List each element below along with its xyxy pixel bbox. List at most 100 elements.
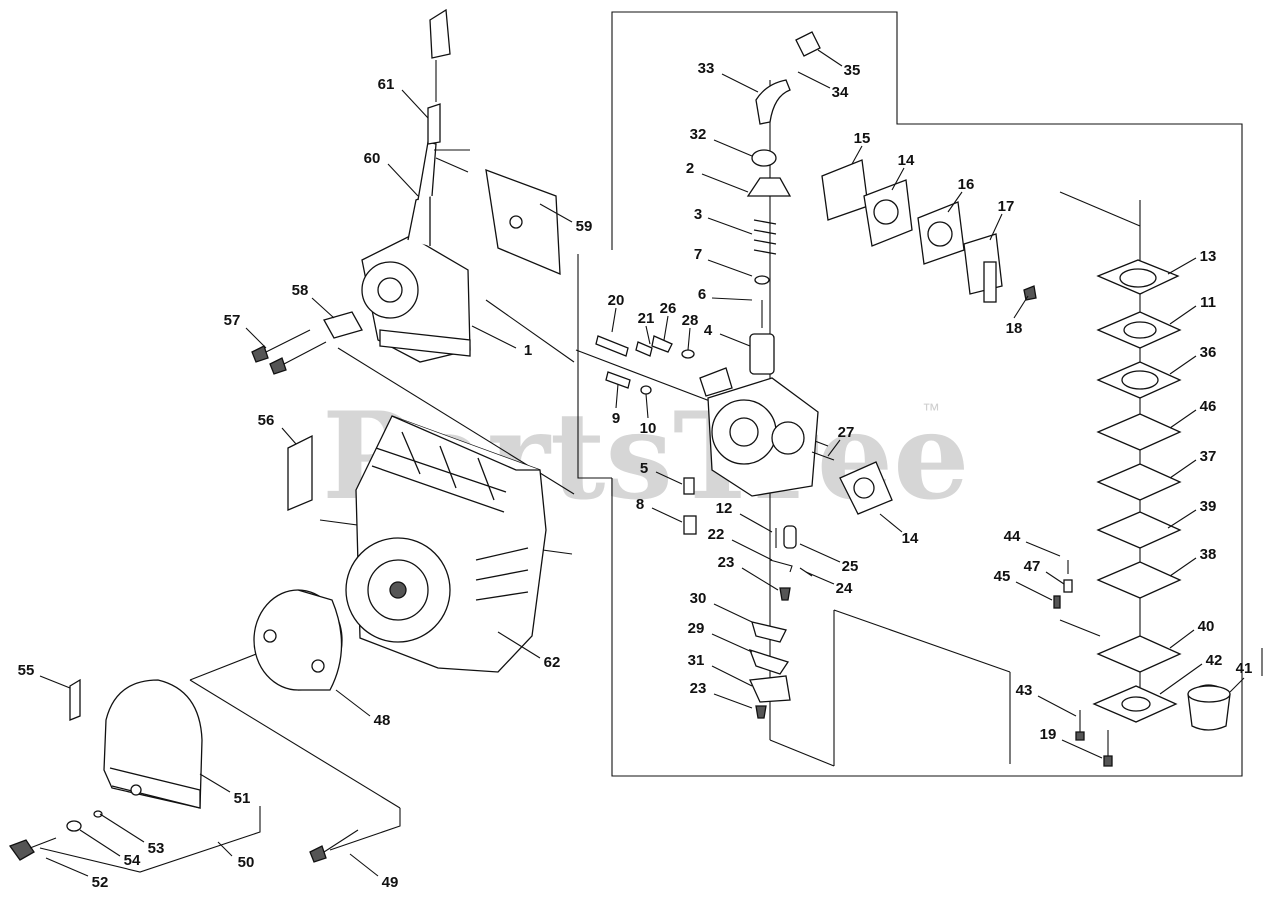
callout-leader-c54	[79, 829, 121, 857]
callout-leader-c46	[1169, 409, 1197, 429]
callout-leader-c58	[311, 297, 335, 319]
callout-label-c51: 51	[234, 790, 251, 807]
callout-label-c27: 27	[838, 424, 855, 441]
callout-leader-c18	[1013, 295, 1029, 319]
callout-leader-c45	[1015, 581, 1053, 601]
callout-leader-c23b	[713, 693, 753, 709]
callout-label-c55: 55	[18, 662, 35, 679]
callout-leader-c29	[711, 633, 753, 653]
callout-label-c13: 13	[1200, 248, 1217, 265]
callout-label-c46: 46	[1200, 398, 1217, 415]
callout-label-c49: 49	[382, 874, 399, 891]
callout-label-c40: 40	[1198, 618, 1215, 635]
callout-leader-c2	[701, 173, 749, 193]
callout-leader-c41	[1229, 677, 1245, 693]
callout-label-c61: 61	[378, 76, 395, 93]
callout-label-c12: 12	[716, 500, 733, 517]
callout-leader-c62	[497, 631, 541, 659]
callout-label-c33: 33	[698, 60, 715, 77]
callout-label-c32: 32	[690, 126, 707, 143]
callout-label-c8: 8	[636, 496, 644, 513]
callout-label-c56: 56	[258, 412, 275, 429]
callout-label-c10: 10	[640, 420, 657, 437]
callout-label-c58: 58	[292, 282, 309, 299]
diaphragm-stack	[1092, 259, 1182, 723]
callout-leader-c61	[401, 89, 429, 119]
callout-label-c3: 3	[694, 206, 702, 223]
callout-label-c25: 25	[842, 558, 859, 575]
callout-label-c20: 20	[608, 292, 625, 309]
callout-leader-c27	[827, 439, 841, 457]
callout-leader-c47	[1045, 571, 1065, 585]
callout-label-c24: 24	[836, 580, 853, 597]
callout-label-c39: 39	[1200, 498, 1217, 515]
throttle-stack-parts	[746, 31, 821, 375]
callout-leader-c52	[45, 857, 89, 877]
adjustment-needles	[595, 335, 695, 395]
engine-shroud	[345, 415, 547, 673]
air-filter-element	[253, 589, 343, 691]
heat-shield	[287, 434, 313, 511]
callout-label-c6: 6	[698, 286, 706, 303]
callout-leader-c5	[655, 471, 683, 485]
callout-leader-c33	[721, 73, 759, 93]
callout-leader-c20	[611, 307, 617, 333]
callout-leader-c25	[799, 543, 841, 563]
callout-leader-c21	[645, 325, 651, 345]
callout-label-c15: 15	[854, 130, 871, 147]
callout-leader-c39	[1167, 509, 1197, 529]
callout-leader-c12	[739, 513, 773, 533]
callout-label-c36: 36	[1200, 344, 1217, 361]
callout-label-c50: 50	[238, 854, 255, 871]
callout-leader-c30	[713, 603, 753, 623]
callout-label-c38: 38	[1200, 546, 1217, 563]
watermark-trademark: ™	[922, 400, 940, 420]
callout-leader-c7	[707, 259, 753, 277]
carburetor-assembly-left	[361, 141, 471, 363]
mounting-bolts	[251, 311, 363, 375]
callout-leader-c17	[989, 213, 1003, 241]
callout-leader-c23a	[741, 567, 779, 591]
callout-label-c59: 59	[576, 218, 593, 235]
callout-leader-c37	[1169, 459, 1197, 479]
callout-leader-c24	[805, 571, 835, 585]
callout-label-c54: 54	[124, 852, 141, 869]
callout-label-c1: 1	[524, 342, 532, 359]
callout-leader-c56	[281, 427, 297, 445]
callout-leader-c11	[1169, 305, 1197, 325]
callout-leader-c14a	[891, 167, 905, 191]
callout-label-c41: 41	[1236, 660, 1253, 677]
callout-leader-c51	[199, 773, 231, 793]
callout-label-c52: 52	[92, 874, 109, 891]
callout-leader-c6	[711, 297, 753, 301]
callout-leader-c3	[707, 217, 753, 235]
callout-brackets	[39, 806, 401, 873]
callout-leader-c28	[687, 327, 691, 351]
callout-label-c31: 31	[688, 652, 705, 669]
callout-leader-c9	[615, 383, 619, 409]
metering-levers	[748, 621, 791, 719]
callout-label-c26: 26	[660, 300, 677, 317]
callout-label-c28: 28	[682, 312, 699, 329]
callout-leader-c48	[335, 689, 371, 717]
callout-label-c22: 22	[708, 526, 725, 543]
callout-leader-c32	[713, 139, 753, 157]
callout-leader-c60	[387, 163, 419, 197]
callout-label-c47: 47	[1024, 558, 1041, 575]
callout-label-c45: 45	[994, 568, 1011, 585]
callout-label-c9: 9	[612, 410, 620, 427]
callout-label-c44: 44	[1004, 528, 1021, 545]
callout-leader-c53	[99, 813, 145, 843]
callout-label-c19: 19	[1040, 726, 1057, 743]
callout-label-c23a: 23	[718, 554, 735, 571]
callout-label-c62: 62	[544, 654, 561, 671]
primer-and-screws	[1053, 560, 1263, 767]
callout-leader-c55	[39, 675, 71, 689]
callout-leader-c49	[349, 853, 379, 877]
carburetor-group-border	[611, 11, 1243, 777]
gasket-55	[69, 678, 81, 721]
callout-leader-c35	[817, 49, 843, 67]
callout-label-c23b: 23	[690, 680, 707, 697]
callout-label-c53: 53	[148, 840, 165, 857]
